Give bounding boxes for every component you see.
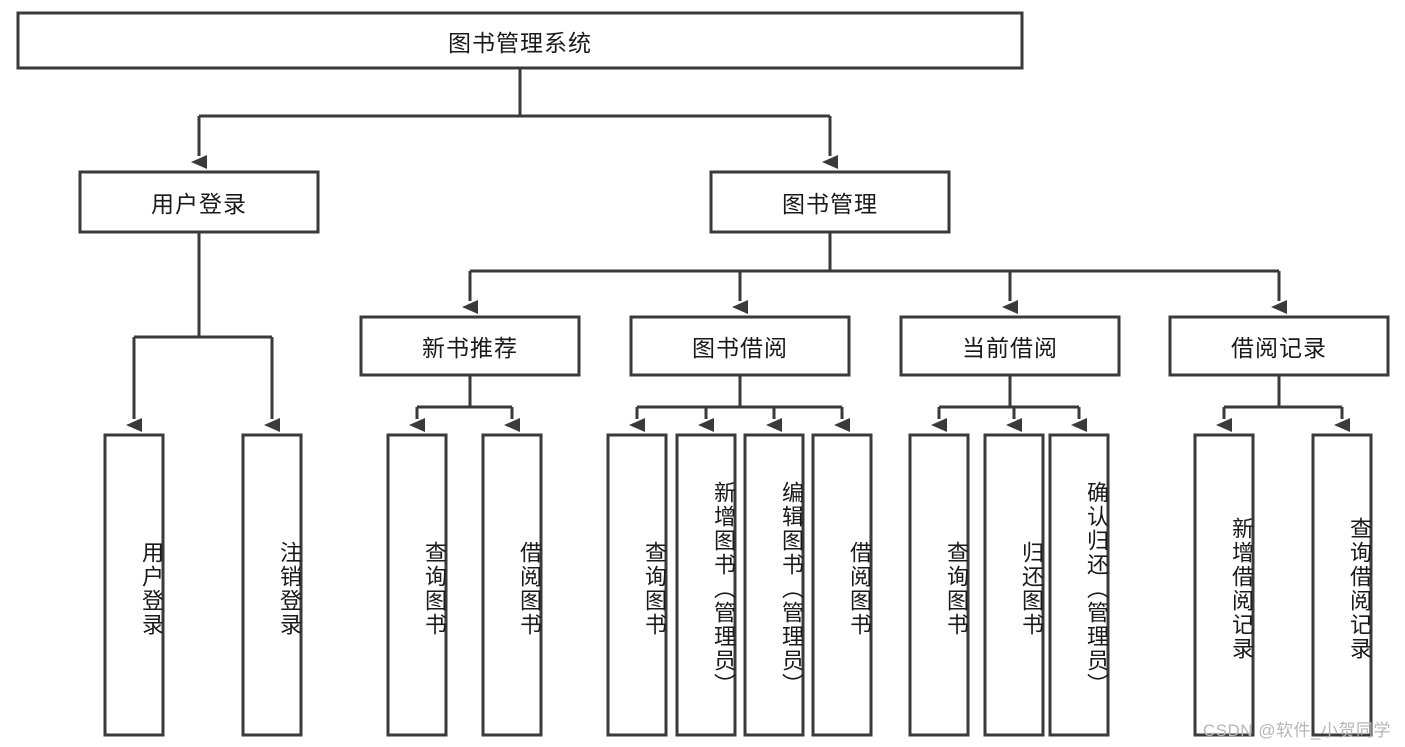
node-box-current-borrow[interactable]: [899, 315, 1121, 377]
node-box-book-manage[interactable]: [709, 170, 951, 234]
node-box-leaf-add-book[interactable]: [675, 433, 737, 737]
node-box-user-login[interactable]: [78, 170, 320, 234]
node-box-leaf-query-book-current[interactable]: [908, 433, 970, 737]
node-box-leaf-add-borrow-record[interactable]: [1193, 433, 1255, 737]
node-box-leaf-borrow-book-recommend[interactable]: [481, 433, 543, 737]
node-box-book-borrow[interactable]: [629, 315, 851, 377]
node-box-leaf-logout[interactable]: [241, 433, 303, 737]
node-box-leaf-query-book-recommend[interactable]: [386, 433, 448, 737]
node-box-new-book-recommend[interactable]: [359, 315, 581, 377]
node-box-leaf-query-book-borrow[interactable]: [606, 433, 668, 737]
node-box-leaf-edit-book[interactable]: [743, 433, 805, 737]
node-box-leaf-confirm-return[interactable]: [1048, 433, 1110, 737]
node-box-borrow-record[interactable]: [1168, 315, 1390, 377]
connectors-layer: [126, 68, 1350, 432]
watermark-text: CSDN @软件_小贺同学: [1202, 721, 1391, 740]
node-box-leaf-borrow-book[interactable]: [811, 433, 873, 737]
node-box-leaf-return-book[interactable]: [983, 433, 1045, 737]
node-box-root[interactable]: [16, 11, 1024, 70]
node-box-leaf-query-borrow-record[interactable]: [1311, 433, 1373, 737]
node-box-leaf-user-login[interactable]: [103, 433, 165, 737]
node-boxes-layer: [16, 11, 1390, 737]
